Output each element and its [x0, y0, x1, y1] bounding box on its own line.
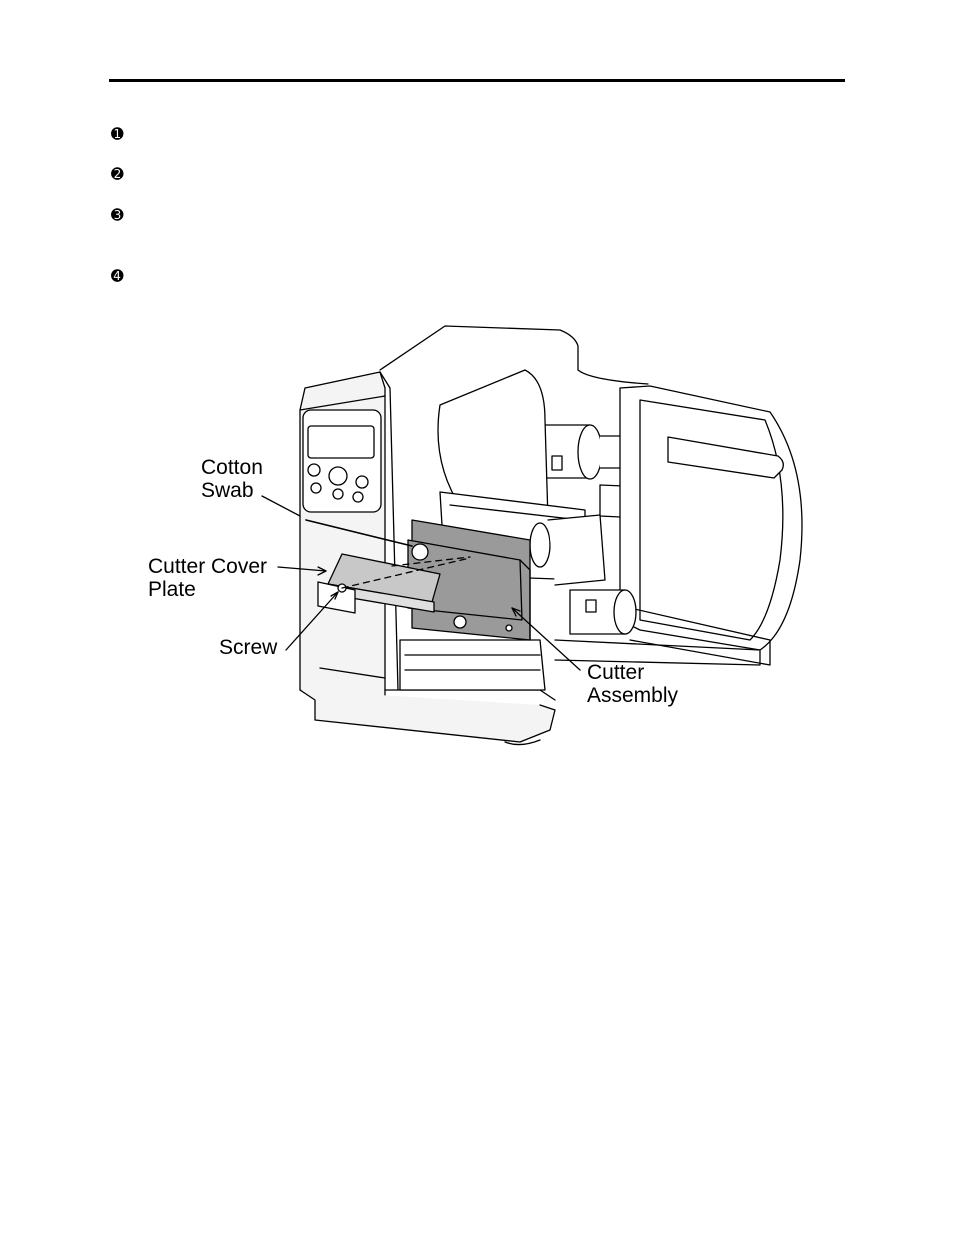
step-3-marker: ➌: [111, 206, 124, 224]
step-4-marker: ➍: [111, 267, 124, 285]
cutter-cover-leader: [277, 566, 327, 572]
alignment-dashed-line: [341, 557, 471, 589]
cutter-cover-plate-label: Cutter Cover Plate: [148, 555, 268, 601]
panel-button-icon: [307, 463, 321, 477]
header-rule: [109, 79, 845, 82]
step-2-marker: ➋: [111, 165, 124, 183]
screw-label: Screw: [219, 636, 278, 659]
top-cover-outline: [379, 325, 649, 385]
alignment-dashed-line: [391, 556, 471, 567]
panel-button-icon: [310, 482, 322, 494]
screw-leader: [285, 591, 339, 651]
cutter-knob-icon: [453, 615, 467, 629]
cotton-swab-label: Cotton Swab: [201, 456, 263, 502]
cutter-assembly-label: Cutter Assembly: [587, 661, 679, 707]
cutter-assembly-leader: [511, 607, 581, 671]
cotton-swab-stick: [305, 519, 413, 547]
panel-center-button-icon: [328, 466, 348, 486]
display-icon: [307, 425, 375, 459]
step-1-marker: ➊: [111, 125, 124, 143]
printer-base: [299, 689, 556, 743]
cotton-swab-leader: [261, 495, 301, 517]
panel-button-icon: [355, 475, 369, 489]
media-path: [399, 639, 546, 691]
panel-button-icon: [352, 491, 364, 503]
